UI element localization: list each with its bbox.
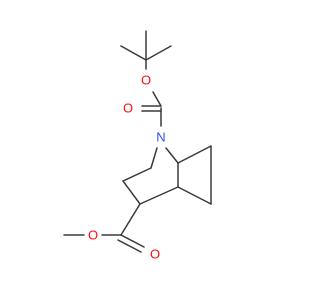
bond-ring-c — [177, 186, 212, 205]
bond-ester-carbonyl-2 — [117, 239, 142, 253]
molecule-structure: O O N O O — [63, 30, 212, 262]
atom-o-boc-carbonyl-label: O — [123, 101, 133, 116]
bond-ester-carbonyl-1 — [120, 234, 145, 248]
bond-ring-f — [122, 180, 141, 205]
bond-tbu-methyl-left — [120, 45, 147, 61]
bond-ring-a — [177, 145, 212, 164]
atom-labels: O O N O O — [85, 72, 169, 262]
atom-o-ester-label: O — [88, 228, 98, 243]
atom-o-ester: O — [85, 227, 101, 243]
atom-o-ester-carbonyl: O — [147, 246, 163, 262]
bond-nitrogen-bridgehead-right — [165, 147, 179, 164]
atom-o-tbu-label: O — [141, 73, 151, 88]
atom-o-ester-carbonyl-label: O — [150, 247, 160, 262]
structure-canvas: O O N O O — [63, 30, 212, 262]
bonds — [63, 30, 212, 253]
bond-ring-g — [139, 186, 179, 205]
atom-o-boc-carbonyl: O — [120, 100, 136, 116]
bond-ring-e — [122, 167, 152, 182]
atom-n-bridge: N — [153, 129, 169, 145]
bond-ring-ester-carbon — [120, 203, 141, 236]
atom-o-tbu: O — [138, 72, 154, 88]
bond-nitrogen-bridgehead-left — [150, 147, 158, 169]
atom-n-bridge-label: N — [156, 130, 165, 145]
bond-tbu-methyl-right — [145, 45, 172, 61]
bond-oxygen-carbamate — [152, 91, 162, 107]
